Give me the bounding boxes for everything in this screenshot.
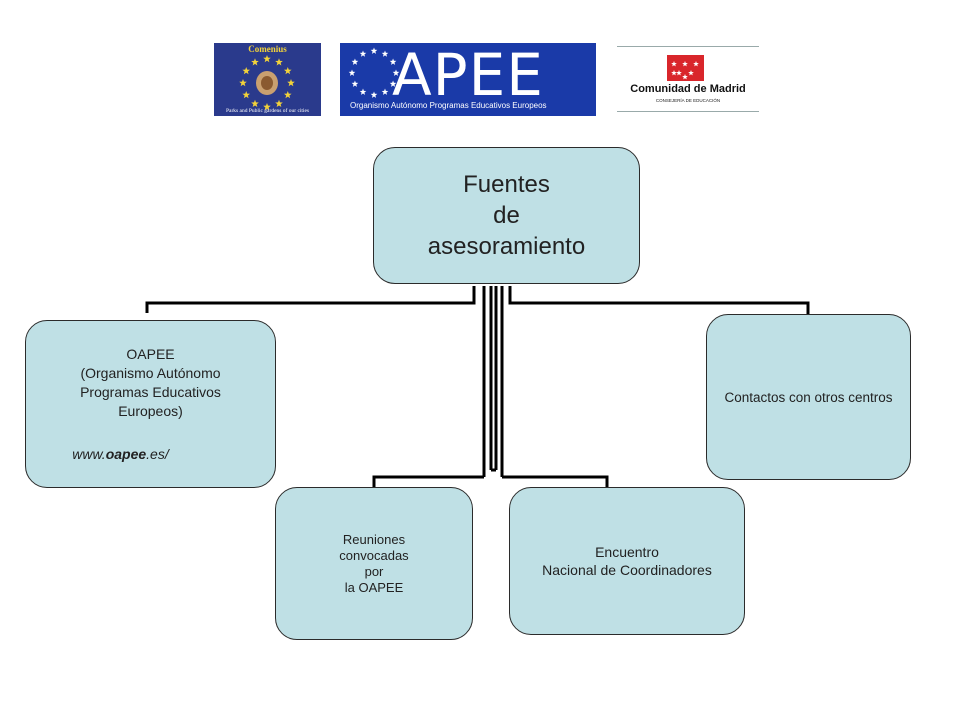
node-encuentro-line-2: Nacional de Coordinadores bbox=[542, 562, 712, 578]
node-oapee-line-4: Europeos) bbox=[118, 402, 183, 419]
node-reuniones-line-3: por bbox=[364, 563, 384, 579]
madrid-flag-icon bbox=[667, 55, 704, 81]
star-icon bbox=[351, 58, 359, 65]
star-icon bbox=[389, 80, 397, 87]
fountain-icon bbox=[256, 71, 278, 95]
star-icon bbox=[263, 103, 271, 111]
node-reuniones-line-4: la OAPEE bbox=[344, 579, 404, 595]
node-contactos-otros-centros: Contactos con otros centros bbox=[706, 314, 911, 480]
node-reuniones-convocadas: Reuniones convocadas por la OAPEE bbox=[275, 487, 473, 640]
star-icon bbox=[370, 91, 378, 98]
star-icon bbox=[251, 99, 259, 108]
connector-root-to-contactos bbox=[508, 286, 810, 314]
star-icon bbox=[392, 69, 400, 76]
star-icon bbox=[239, 79, 247, 87]
star-icon bbox=[682, 61, 688, 67]
star-icon bbox=[682, 74, 688, 80]
comenius-logo-title: Comenius bbox=[248, 44, 287, 54]
star-icon bbox=[370, 47, 378, 54]
comunidad-madrid-logo: Comunidad de Madrid CONSEJERÍA DE EDUCAC… bbox=[617, 46, 759, 112]
star-icon bbox=[359, 50, 367, 57]
star-icon bbox=[348, 69, 356, 76]
node-encuentro-nacional: Encuentro Nacional de Coordinadores bbox=[509, 487, 745, 635]
node-contactos-line-1: Contactos con otros centros bbox=[724, 389, 893, 405]
node-oapee-line-1: OAPEE bbox=[126, 345, 175, 362]
comenius-logo: Comenius Parks and Public gardens of our… bbox=[214, 43, 321, 116]
connector-to-reuniones bbox=[372, 475, 484, 487]
star-icon bbox=[351, 80, 359, 87]
node-encuentro-line-1: Encuentro bbox=[595, 544, 659, 560]
stars-ring-icon bbox=[348, 47, 400, 98]
node-root-line-1: Fuentes bbox=[463, 171, 550, 198]
star-icon bbox=[671, 70, 677, 76]
connector-root-to-side bbox=[145, 286, 476, 313]
node-root-line-3: asesoramiento bbox=[427, 233, 586, 260]
star-icon bbox=[275, 99, 283, 108]
node-root-line-2: de bbox=[493, 202, 520, 229]
star-icon bbox=[275, 58, 283, 66]
star-icon bbox=[287, 79, 295, 87]
oapee-logo-tagline: Organismo Autónomo Programas Educativos … bbox=[350, 101, 547, 110]
eu-stars-icon bbox=[239, 55, 295, 111]
star-icon bbox=[283, 91, 292, 99]
oapee-logo: APEE Organismo Autónomo Programas Educat… bbox=[340, 43, 596, 116]
star-icon bbox=[263, 55, 271, 63]
star-icon bbox=[676, 70, 682, 76]
madrid-logo-department: CONSEJERÍA DE EDUCACIÓN bbox=[655, 98, 721, 103]
node-reuniones-line-2: convocadas bbox=[339, 547, 409, 563]
star-icon bbox=[251, 58, 259, 66]
oapee-logo-name: APEE bbox=[392, 41, 544, 109]
star-icon bbox=[389, 58, 397, 65]
star-icon bbox=[693, 61, 699, 67]
star-icon bbox=[359, 88, 367, 95]
madrid-logo-name: Comunidad de Madrid bbox=[630, 83, 746, 95]
star-icon bbox=[242, 91, 251, 99]
node-reuniones-line-1: Reuniones bbox=[342, 531, 406, 547]
star-icon bbox=[688, 70, 694, 76]
node-oapee: OAPEE (Organismo Autónomo Programas Educ… bbox=[25, 320, 276, 488]
star-icon bbox=[242, 67, 251, 75]
node-fuentes-de-asesoramiento: Fuentes de asesoramiento bbox=[373, 147, 640, 284]
comenius-logo-subtitle: Parks and Public gardens of our cities bbox=[225, 108, 310, 114]
node-oapee-line-3: Programas Educativos bbox=[80, 383, 221, 400]
node-oapee-line-2: (Organismo Autónomo bbox=[80, 364, 221, 381]
star-icon bbox=[381, 50, 389, 57]
star-icon bbox=[283, 67, 292, 75]
connector-to-encuentro bbox=[502, 475, 609, 487]
oapee-website-link[interactable]: www.oapee.es/ bbox=[72, 445, 169, 462]
star-icon bbox=[671, 61, 677, 67]
star-icon bbox=[381, 88, 389, 95]
